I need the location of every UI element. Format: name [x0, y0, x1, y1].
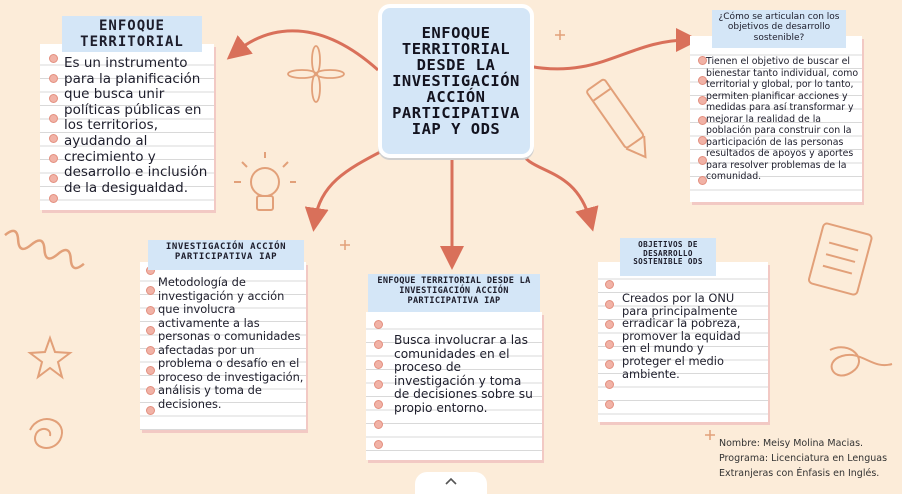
card-enfoque-territorial: Es un instrumento para la planificación … [40, 44, 214, 210]
sparkle-doodle [340, 30, 715, 440]
binder-holes [696, 36, 707, 202]
card-text: Es un instrumento para la planificación … [64, 55, 208, 196]
card-text: Creados por la ONU para principalmente e… [622, 291, 741, 381]
arrow-to-territorial [226, 29, 380, 72]
arrow-to-ods [518, 149, 599, 232]
author-info: Nombre: Meisy Molina Macias. Programa: L… [719, 436, 887, 481]
card-ods: Creados por la ONU para principalmente e… [598, 262, 768, 422]
card-iap: Metodología de investigación y acción qu… [140, 262, 306, 430]
central-topic-title: ENFOQUE TERRITORIAL DESDE LA INVESTIGACI… [392, 24, 520, 138]
card-text: Busca involucrar a las comunidades en el… [394, 333, 533, 415]
card-title-iap: INVESTIGACIÓN ACCIÓN PARTICIPATIVA IAP [148, 240, 304, 270]
author-program-line1: Programa: Licenciatura en Lenguas [719, 453, 888, 464]
lightbulb-icon [234, 152, 296, 211]
central-topic: ENFOQUE TERRITORIAL DESDE LA INVESTIGACI… [378, 4, 534, 158]
spiral-doodle [29, 418, 63, 449]
arrow-to-iap [304, 148, 385, 232]
notebook-icon [807, 222, 873, 296]
card-title-enfoque-territorial: ENFOQUE TERRITORIAL [62, 16, 202, 52]
card-territorial-iap: Busca involucrar a las comunidades en el… [366, 312, 542, 460]
card-title-articulacion-ods: ¿Cómo se articulan con los objetivos de … [712, 10, 846, 48]
card-title-territorial-iap: ENFOQUE TERRITORIAL DESDE LA INVESTIGACI… [368, 274, 540, 312]
chevron-up-icon [445, 477, 457, 485]
star-doodle [27, 335, 73, 380]
pencil-icon [586, 78, 647, 159]
binder-holes [372, 312, 383, 460]
loop-doodle [829, 346, 893, 377]
card-title-ods: OBJETIVOS DE DESARROLLO SOSTENIBLE ODS [620, 238, 716, 276]
card-articulacion-ods: Tienen el objetivo de buscar el bienesta… [690, 36, 862, 202]
card-text: Metodología de investigación y acción qu… [158, 275, 304, 411]
arrow-to-objetivos [527, 28, 700, 71]
author-program-line2: Extranjeras con Énfasis en Inglés. [719, 468, 880, 479]
expand-handle[interactable] [415, 472, 487, 494]
binder-holes [144, 262, 155, 430]
flower-doodle [287, 45, 345, 103]
binder-holes [47, 44, 58, 210]
squiggle-doodle [4, 229, 85, 270]
author-name: Nombre: Meisy Molina Macias. [719, 438, 864, 449]
binder-holes [603, 262, 614, 422]
card-text: Tienen el objetivo de buscar el bienesta… [706, 56, 859, 182]
